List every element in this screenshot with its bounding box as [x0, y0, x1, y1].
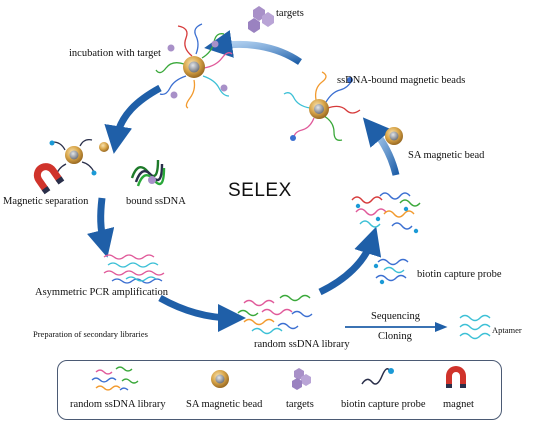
- aptamer-strands: [459, 314, 491, 340]
- arrow-to-capture: [318, 226, 382, 296]
- asymmetric-pcr-label: Asymmetric PCR amplification: [35, 287, 168, 298]
- selex-title: SELEX: [228, 180, 292, 201]
- legend-magnet-icon: [446, 366, 466, 388]
- sa-bead-label: SA magnetic bead: [408, 150, 485, 161]
- incubation-label: incubation with target: [69, 48, 161, 59]
- legend-biotin-probe-label: biotin capture probe: [341, 399, 426, 410]
- bound-ssdna-strands: [130, 159, 166, 187]
- sa-bead-icon: [385, 127, 403, 145]
- magnet-separation-group: [33, 138, 109, 195]
- bead-incubation: [155, 23, 233, 109]
- arrow-to-pcr: [87, 197, 115, 258]
- legend-sa-bead-label: SA magnetic bead: [186, 399, 263, 410]
- sequencing-label: Sequencing: [371, 311, 420, 322]
- legend-magnet-label: magnet: [443, 399, 474, 410]
- pcr-strands: [103, 254, 165, 284]
- ssdna-bound-beads-label: ssDNA-bound magnetic beads: [337, 75, 466, 86]
- legend-box: [57, 360, 502, 420]
- legend-targets-icon: [292, 368, 311, 390]
- biotin-probe-cluster: [373, 258, 409, 285]
- bound-ssdna-label: bound ssDNA: [126, 196, 186, 207]
- targets-label: targets: [276, 8, 304, 19]
- random-library-strands: [237, 294, 313, 335]
- magnet-icon: [33, 163, 65, 195]
- targets-cluster-top: [248, 6, 274, 33]
- bead-ssdna-bound: [283, 71, 361, 141]
- arrow-to-magnetic-separation: [104, 84, 162, 154]
- arrow-to-random-library: [158, 294, 246, 332]
- magnetic-separation-label: Magnetic separation: [3, 196, 89, 207]
- legend-biotin-probe-icon: [361, 368, 394, 385]
- random-library-label: random ssDNA library: [254, 339, 350, 350]
- arrow-to-bound-beads: [362, 117, 400, 176]
- legend-random-library-label: random ssDNA library: [70, 399, 166, 410]
- arrow-to-incubation: [204, 30, 302, 65]
- biotin-probe-label: biotin capture probe: [417, 269, 502, 280]
- legend-targets-label: targets: [286, 399, 314, 410]
- secondary-libraries-label: Preparation of secondary libraries: [33, 329, 148, 339]
- aptamer-label: Aptamer: [492, 325, 522, 335]
- legend-random-library-icon: [91, 366, 139, 391]
- cloning-label: Cloning: [378, 331, 412, 342]
- capture-cluster: [351, 192, 421, 234]
- legend-sa-bead-icon: [211, 370, 229, 388]
